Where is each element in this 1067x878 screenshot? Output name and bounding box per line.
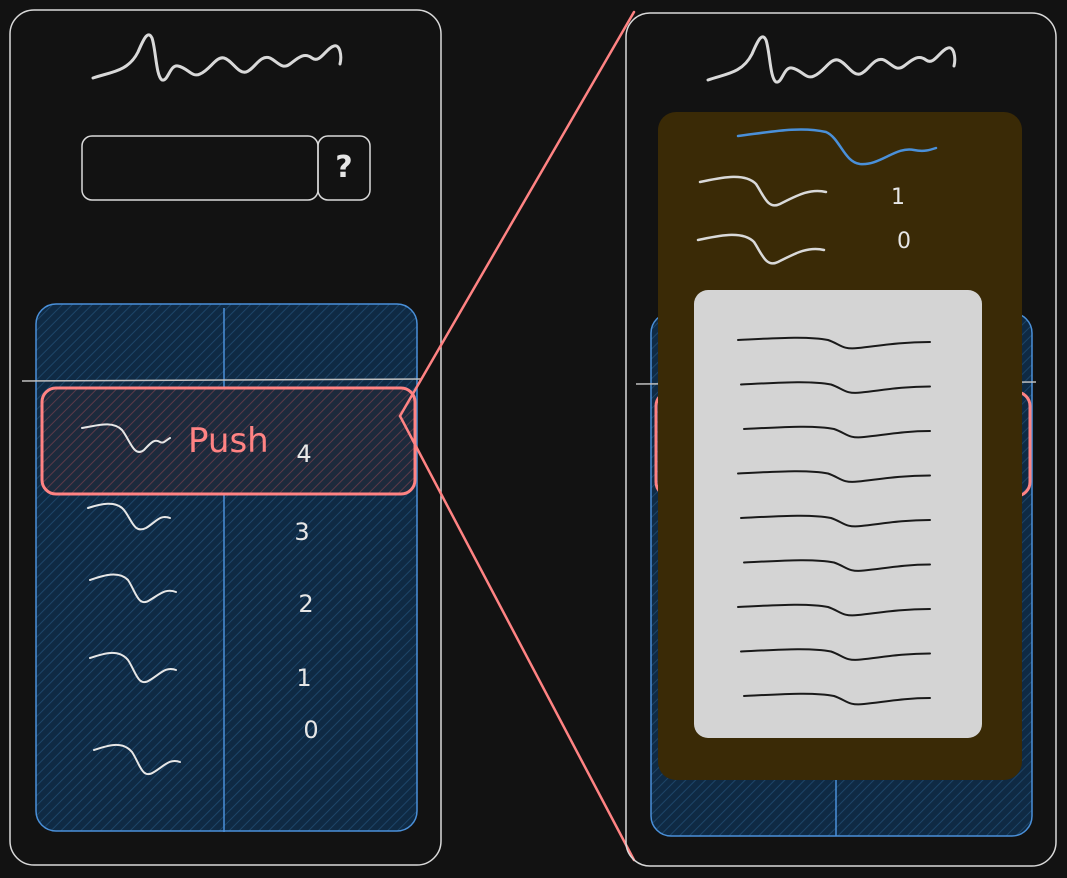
table-row: 0 (93, 716, 319, 775)
row-squiggle (93, 744, 181, 775)
sheet-line (740, 381, 931, 394)
sheet-line (737, 470, 931, 483)
left-search-button-label: ? (335, 150, 352, 185)
popup-header-line (736, 128, 938, 166)
table-row: 3 (87, 502, 310, 546)
highlight-value: 4 (296, 440, 311, 468)
row-squiggle (89, 652, 177, 683)
sheet-line (737, 336, 931, 350)
highlight-label: Push (188, 421, 269, 461)
left-search-input[interactable] (81, 135, 319, 201)
sheet-line (743, 425, 931, 439)
left-phone-frame (9, 9, 442, 866)
popup-sheet (694, 290, 982, 738)
zoom-connector (398, 10, 636, 862)
left-table (35, 303, 418, 832)
sheet-line (743, 559, 931, 572)
popup-row-squiggle (698, 175, 828, 207)
row-value: 3 (294, 518, 309, 546)
sheet-line (740, 648, 931, 661)
row-value: 2 (298, 590, 313, 618)
row-squiggle (89, 573, 177, 603)
right-phone-frame (625, 12, 1057, 867)
popup-row-squiggle (696, 233, 826, 265)
right-title-scribble (706, 35, 957, 84)
sheet-lines (737, 336, 931, 706)
table-row: 2 (89, 573, 314, 618)
sheet-line (740, 514, 931, 528)
popup-row-value: 1 (891, 185, 905, 210)
dropdown-popup[interactable]: 1 0 (658, 112, 1022, 780)
left-highlight-row[interactable]: Push 4 (40, 386, 417, 496)
left-table-top-rule (21, 378, 423, 382)
left-search-button[interactable] (317, 135, 371, 201)
highlight-row-squiggle (81, 423, 171, 453)
row-squiggle (87, 502, 171, 531)
left-title-scribble (91, 33, 343, 82)
table-row: 1 (89, 652, 312, 692)
row-value: 0 (303, 716, 318, 744)
popup-row-value: 0 (897, 229, 911, 254)
sheet-line (743, 692, 931, 706)
row-value: 1 (296, 664, 311, 692)
sheet-line (737, 603, 931, 617)
